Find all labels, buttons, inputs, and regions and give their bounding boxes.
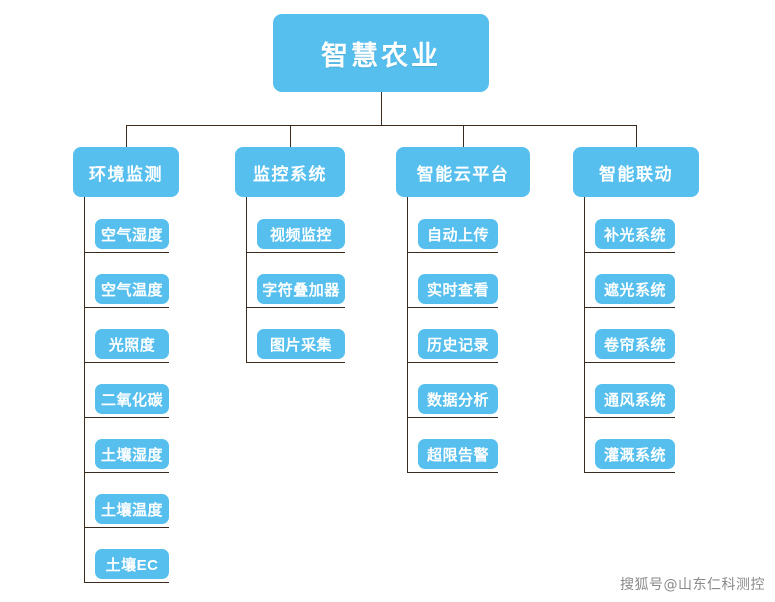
leaf-node-0-0[interactable]: 空气湿度	[95, 219, 169, 249]
leaf-node-3-0[interactable]: 补光系统	[595, 219, 675, 249]
connector-leaf-rule-1-0	[246, 252, 345, 253]
connector-leaf-rule-0-1	[84, 307, 169, 308]
branch-node-2[interactable]: 智能云平台	[396, 147, 530, 197]
leaf-node-3-4[interactable]: 灌溉系统	[595, 439, 675, 469]
leaf-node-1-0[interactable]: 视频监控	[257, 219, 345, 249]
leaf-node-0-4[interactable]: 土壤湿度	[95, 439, 169, 469]
leaf-node-0-3[interactable]: 二氧化碳	[95, 384, 169, 414]
leaf-node-2-0[interactable]: 自动上传	[418, 219, 498, 249]
connector-leaf-rule-2-2	[407, 362, 498, 363]
connector-leaf-rule-2-4	[407, 472, 498, 473]
root-node[interactable]: 智慧农业	[273, 14, 489, 92]
connector-trunk-1	[246, 197, 247, 362]
connector-trunk-2	[407, 197, 408, 472]
connector-leaf-rule-0-0	[84, 252, 169, 253]
connector-root-stem	[381, 92, 382, 125]
connector-branch-stem-3	[636, 125, 637, 147]
leaf-node-2-2[interactable]: 历史记录	[418, 329, 498, 359]
branch-node-0[interactable]: 环境监测	[73, 147, 179, 197]
connector-leaf-rule-0-4	[84, 472, 169, 473]
connector-root-bus	[126, 125, 636, 126]
leaf-node-1-2[interactable]: 图片采集	[257, 329, 345, 359]
connector-leaf-rule-2-1	[407, 307, 498, 308]
connector-trunk-3	[584, 197, 585, 472]
leaf-node-3-2[interactable]: 卷帘系统	[595, 329, 675, 359]
connector-leaf-rule-0-2	[84, 362, 169, 363]
leaf-node-0-6[interactable]: 土壤EC	[95, 549, 169, 579]
connector-leaf-rule-3-3	[584, 417, 675, 418]
connector-branch-stem-2	[463, 125, 464, 147]
leaf-node-2-4[interactable]: 超限告警	[418, 439, 498, 469]
connector-leaf-rule-3-1	[584, 307, 675, 308]
connector-leaf-rule-0-3	[84, 417, 169, 418]
connector-leaf-rule-3-2	[584, 362, 675, 363]
leaf-node-0-2[interactable]: 光照度	[95, 329, 169, 359]
connector-leaf-rule-1-1	[246, 307, 345, 308]
connector-leaf-rule-0-5	[84, 527, 169, 528]
connector-leaf-rule-3-4	[584, 472, 675, 473]
connector-leaf-rule-2-3	[407, 417, 498, 418]
connector-leaf-rule-3-0	[584, 252, 675, 253]
connector-branch-stem-0	[126, 125, 127, 147]
branch-node-3[interactable]: 智能联动	[573, 147, 699, 197]
leaf-node-2-1[interactable]: 实时查看	[418, 274, 498, 304]
connector-leaf-rule-1-2	[246, 362, 345, 363]
leaf-node-2-3[interactable]: 数据分析	[418, 384, 498, 414]
leaf-node-1-1[interactable]: 字符叠加器	[257, 274, 345, 304]
leaf-node-0-1[interactable]: 空气温度	[95, 274, 169, 304]
leaf-node-0-5[interactable]: 土壤温度	[95, 494, 169, 524]
branch-node-1[interactable]: 监控系统	[235, 147, 345, 197]
connector-trunk-0	[84, 197, 85, 582]
watermark: 搜狐号@山东仁科测控	[620, 577, 765, 593]
leaf-node-3-1[interactable]: 遮光系统	[595, 274, 675, 304]
leaf-node-3-3[interactable]: 通风系统	[595, 384, 675, 414]
connector-branch-stem-1	[290, 125, 291, 147]
connector-leaf-rule-0-6	[84, 582, 169, 583]
connector-leaf-rule-2-0	[407, 252, 498, 253]
